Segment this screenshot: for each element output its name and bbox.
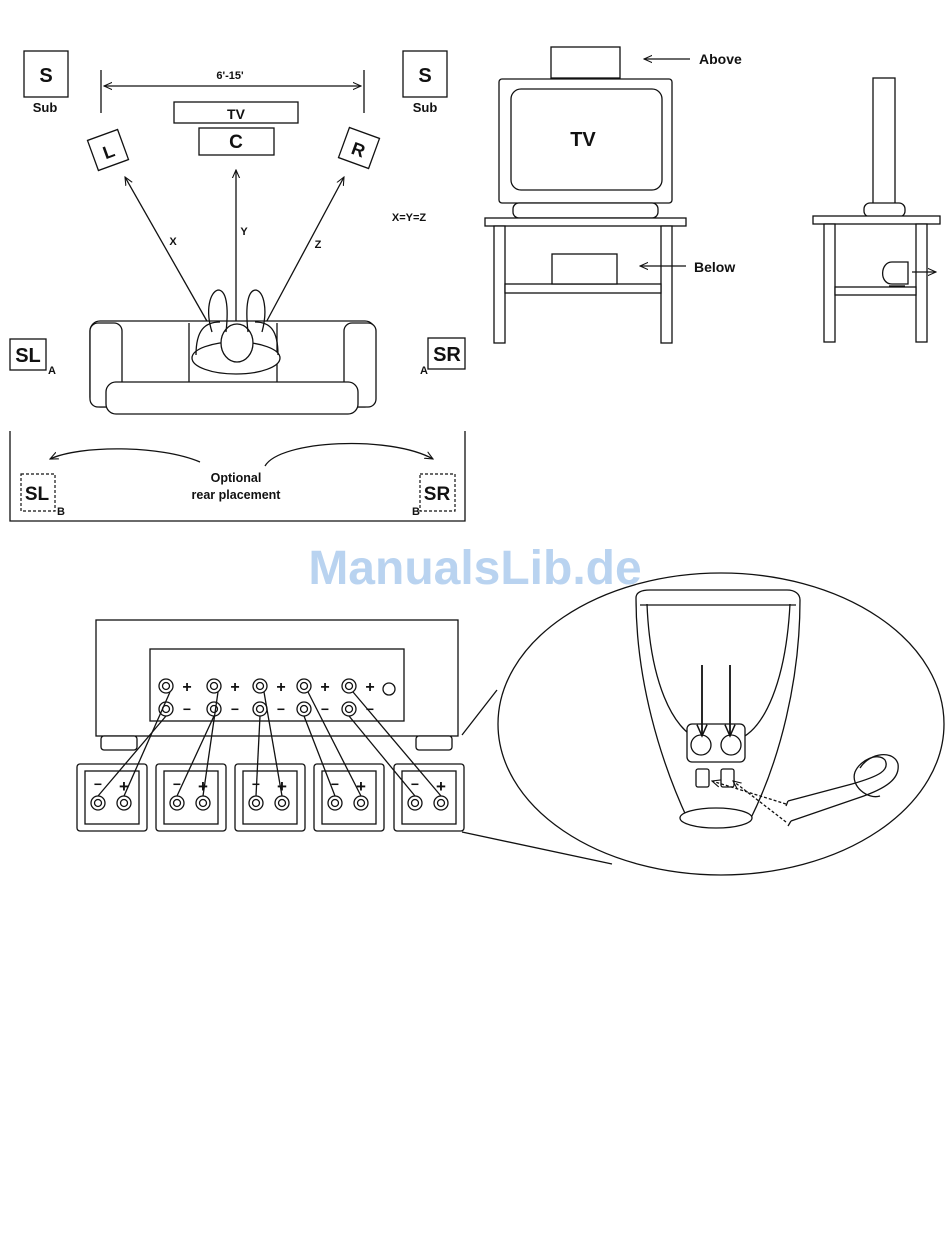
left-speaker: L [87,129,128,170]
svg-text:SR: SR [424,484,451,505]
sub-left-speaker: S [24,51,68,97]
above-label: Above [699,51,742,67]
surround-right-b: SR [420,474,455,511]
receiver-foot-left [101,736,137,750]
minus-sign: − [94,776,102,792]
position-b-right: B [412,506,420,518]
speaker-terminal-box: −+ [77,764,147,831]
listening-lines [125,170,344,330]
placement-diagram: S Sub S Sub 6'-15' TV C L [10,51,465,521]
surround-right-a: SR [428,338,465,369]
minus-sign: − [411,776,419,792]
plus-sign: + [230,679,239,696]
speaker-terminal-box: −+ [156,764,226,831]
position-b-left: B [57,506,65,518]
svg-text:TV: TV [570,129,596,151]
tv-set: TV [499,79,672,218]
plus-sign: + [356,777,366,796]
zoom-detail [462,573,944,875]
optional-label-line1: Optional [211,471,262,485]
distance-equation: X=Y=Z [392,212,427,224]
center-speaker: C [199,128,274,155]
svg-text:C: C [229,132,243,153]
minus-sign: − [321,701,329,717]
tv-box: TV [174,102,298,123]
plus-sign: + [365,679,374,696]
minus-sign: − [277,701,285,717]
wiring-diagram: +−+−+−+−+− −+−+−+−+−+ [77,573,944,875]
below-speaker [552,254,617,284]
minus-sign: − [183,701,191,717]
svg-text:SL: SL [15,345,41,367]
y-label: Y [240,226,248,238]
z-label: Z [315,239,322,251]
x-label: X [169,236,177,248]
below-label: Below [694,259,735,275]
mounting-diagram: Above TV Below [485,47,940,343]
plus-sign: + [320,679,329,696]
minus-sign: − [231,701,239,717]
above-speaker [551,47,620,78]
plus-sign: + [182,679,191,696]
watermark: ManualsLib.de [308,542,641,595]
side-view [813,78,940,342]
sub-right-label: Sub [413,100,438,115]
svg-text:SL: SL [25,484,50,505]
sub-right-speaker: S [403,51,447,97]
optional-label-line2: rear placement [192,488,282,502]
sofa-drawing [90,290,376,414]
position-a-left: A [48,365,56,377]
svg-text:S: S [418,65,431,87]
svg-text:SR: SR [433,344,461,366]
speaker-terminal-boxes: −+−+−+−+−+ [77,764,464,831]
receiver-foot-right [416,736,452,750]
speaker-terminal-box: −+ [314,764,384,831]
speaker-terminal-box: −+ [235,764,305,831]
plus-sign: + [276,679,285,696]
plus-sign: + [436,777,446,796]
surround-left-b: SL [21,474,55,511]
receiver-extra-jack [383,683,395,695]
surround-left-a: SL [10,339,46,370]
right-speaker: R [338,127,379,168]
distance-label: 6'-15' [216,70,244,82]
svg-text:S: S [39,65,52,87]
sub-left-label: Sub [33,100,58,115]
speaker-terminal-box: −+ [394,764,464,831]
svg-text:TV: TV [227,106,246,122]
position-a-right: A [420,365,428,377]
